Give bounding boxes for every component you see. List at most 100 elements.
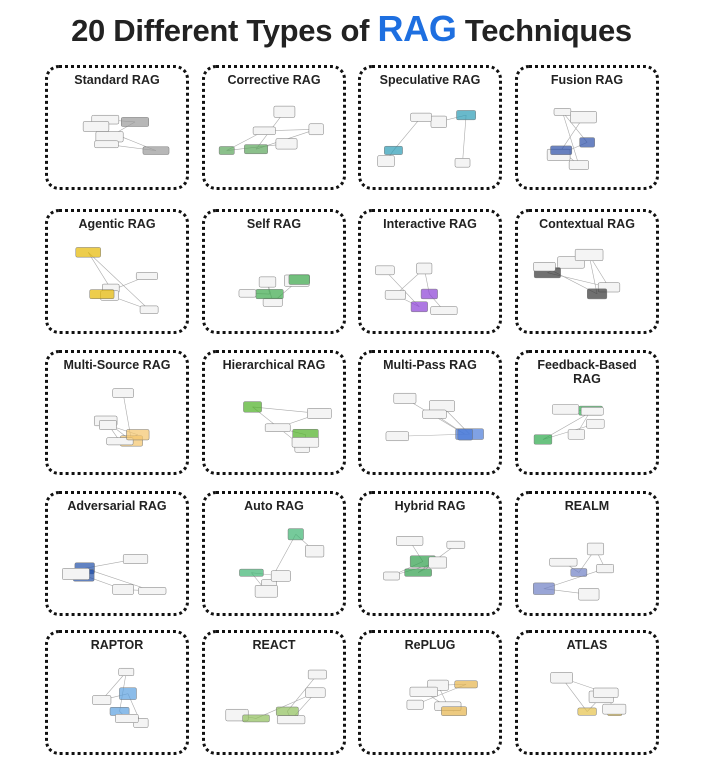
- diagram-node: [122, 554, 149, 564]
- diagram-graphic: [550, 672, 627, 716]
- diagram-node: [239, 568, 264, 577]
- diagram-node: [120, 117, 149, 127]
- diagram-node: [82, 121, 110, 132]
- diagram-graphic: [533, 542, 614, 601]
- diagram-node: [454, 158, 471, 168]
- card-adversarial-rag: Adversarial RAG: [45, 491, 189, 616]
- diagram-thumbnail: [524, 393, 650, 466]
- diagram-thumbnail: [54, 238, 180, 325]
- connector-line: [562, 111, 588, 143]
- card-title: Hierarchical RAG: [222, 358, 326, 372]
- diagram-node: [592, 687, 619, 698]
- diagram-node: [276, 715, 306, 725]
- diagram-node: [383, 571, 400, 581]
- card-title: ATLAS: [566, 638, 608, 652]
- diagram-node: [550, 672, 573, 684]
- diagram-graphic: [377, 110, 476, 168]
- diagram-node: [243, 401, 262, 413]
- diagram-node: [578, 588, 600, 601]
- diagram-thumbnail: [211, 659, 337, 746]
- card-replug: RePLUG: [358, 630, 502, 755]
- connector-line: [462, 115, 467, 163]
- diagram-thumbnail: [54, 520, 180, 607]
- card-multi-pass-rag: Multi-Pass RAG: [358, 350, 502, 475]
- card-title: Corrective RAG: [227, 73, 321, 87]
- diagram-thumbnail: [367, 520, 493, 607]
- card-title: Fusion RAG: [550, 73, 624, 87]
- card-hierarchical-rag: Hierarchical RAG: [202, 350, 346, 475]
- diagram-node: [393, 392, 417, 404]
- diagram-node: [252, 126, 276, 135]
- diagram-node: [596, 564, 614, 574]
- diagram-node: [138, 587, 167, 595]
- diagram-node: [94, 140, 119, 149]
- diagram-graphic: [385, 392, 484, 442]
- card-standard-rag: Standard RAG: [45, 65, 189, 190]
- diagram-thumbnail: [211, 94, 337, 181]
- diagram-node: [422, 409, 447, 419]
- connector-line: [393, 117, 422, 151]
- card-hybrid-rag: Hybrid RAG: [358, 491, 502, 616]
- diagram-graphic: [533, 248, 621, 300]
- connector-line: [87, 252, 111, 289]
- card-corrective-rag: Corrective RAG: [202, 65, 346, 190]
- card-fusion-rag: Fusion RAG: [515, 65, 659, 190]
- card-title: Multi-Pass RAG: [383, 358, 477, 372]
- card-title: Contextual RAG: [539, 217, 635, 231]
- diagram-thumbnail: [367, 659, 493, 746]
- connector-line: [84, 568, 153, 592]
- diagram-thumbnail: [524, 659, 650, 746]
- diagram-thumbnail: [524, 238, 650, 325]
- card-raptor: RAPTOR: [45, 630, 189, 755]
- diagram-node: [406, 699, 424, 710]
- diagram-thumbnail: [54, 659, 180, 746]
- diagram-node: [139, 305, 159, 314]
- diagram-node: [255, 289, 284, 300]
- card-title: Speculative RAG: [379, 73, 481, 87]
- diagram-node: [567, 429, 585, 440]
- diagram-thumbnail: [524, 520, 650, 607]
- card-feedback-based-rag: Feedback-Based RAG: [515, 350, 659, 475]
- diagram-node: [92, 695, 112, 705]
- diagram-thumbnail: [524, 94, 650, 181]
- diagram-node: [430, 306, 458, 315]
- diagram-node: [533, 262, 556, 272]
- diagram-node: [307, 669, 327, 680]
- diagram-node: [375, 265, 395, 276]
- diagram-graphic: [93, 388, 150, 447]
- diagram-node: [570, 568, 588, 577]
- diagram-node: [244, 144, 268, 155]
- diagram-node: [553, 108, 572, 116]
- diagram-node: [258, 276, 277, 288]
- card-atlas: ATLAS: [515, 630, 659, 755]
- diagram-node: [416, 262, 433, 275]
- diagram-node: [308, 123, 324, 136]
- diagram-node: [142, 146, 170, 155]
- card-title: REALM: [564, 499, 610, 513]
- diagram-thumbnail: [54, 94, 180, 181]
- diagram-node: [552, 404, 580, 415]
- diagram-node: [446, 540, 466, 549]
- diagram-node: [118, 667, 135, 677]
- diagram-node: [533, 582, 555, 595]
- diagram-node: [305, 687, 326, 698]
- card-title: Adversarial RAG: [67, 499, 167, 513]
- diagram-node: [242, 714, 270, 723]
- diagram-node: [549, 557, 578, 567]
- diagram-node: [99, 420, 117, 430]
- diagram-node: [409, 686, 438, 697]
- card-title: Standard RAG: [74, 73, 160, 87]
- diagram-node: [291, 437, 320, 448]
- title-suffix: Techniques: [464, 13, 632, 48]
- card-title: Hybrid RAG: [394, 499, 466, 513]
- diagram-node: [75, 247, 101, 258]
- connector-line: [561, 677, 588, 712]
- card-title: Self RAG: [246, 217, 302, 231]
- diagram-node: [410, 112, 432, 122]
- diagram-node: [287, 528, 304, 541]
- title-prefix: 20 Different Types of: [71, 13, 370, 48]
- diagram-node: [586, 542, 605, 556]
- diagram-graphic: [62, 554, 167, 595]
- diagram-node: [456, 110, 476, 121]
- diagram-node: [602, 703, 627, 715]
